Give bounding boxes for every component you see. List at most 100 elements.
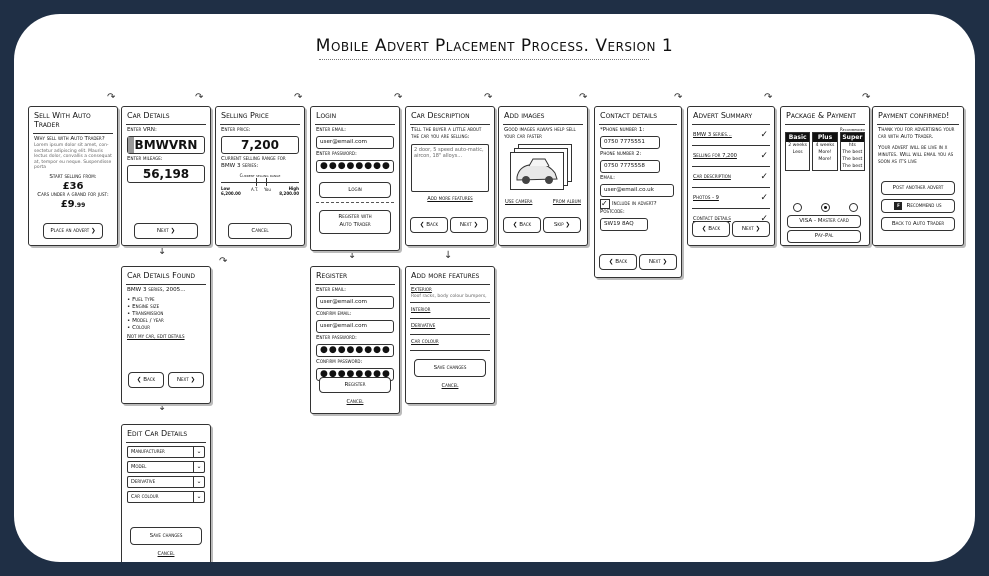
summary-item[interactable]: Selling for 7,200✓ bbox=[688, 148, 774, 164]
button-label: Place an advert bbox=[50, 228, 90, 234]
package-row: 2 weeks bbox=[788, 143, 808, 148]
screen-title: Add more features bbox=[411, 271, 480, 280]
summary-item[interactable]: Photos - 9✓ bbox=[688, 190, 774, 206]
postcode-input[interactable]: SW19 8AQ bbox=[600, 218, 648, 231]
phone1-label: *Phone number 1: bbox=[600, 127, 645, 133]
not-my-car-link[interactable]: Not my car, edit details bbox=[127, 334, 185, 340]
add-features-link[interactable]: Add more features bbox=[427, 196, 473, 202]
next-button[interactable]: Next ❯ bbox=[639, 254, 677, 270]
under-label: Cars under a grand for just: bbox=[37, 191, 109, 198]
next-button[interactable]: Next ❯ bbox=[732, 221, 770, 237]
back-button[interactable]: ❮ Back bbox=[503, 217, 541, 233]
save-changes-button[interactable]: Save changes bbox=[130, 527, 202, 545]
back-button[interactable]: ❮ Back bbox=[410, 217, 448, 233]
password-input[interactable]: ●●●●●●●● bbox=[316, 344, 394, 357]
screen-title: Car Details bbox=[127, 111, 170, 120]
visa-button[interactable]: VISA - Master card bbox=[787, 215, 861, 228]
button-label: Back bbox=[615, 259, 628, 265]
next-button[interactable]: Next ❯ bbox=[450, 217, 488, 233]
car-image-icon bbox=[516, 158, 558, 184]
under-price: £9.99 bbox=[29, 199, 117, 210]
plus-package[interactable]: Plus 4 weeks More! More! bbox=[812, 132, 838, 171]
basic-package[interactable]: Basic 2 weeks Less bbox=[785, 132, 811, 171]
password-input[interactable]: ●●●●●●●● bbox=[316, 160, 394, 173]
include-checkbox[interactable]: ✓ bbox=[600, 199, 610, 209]
post-another-button[interactable]: Post another advert bbox=[881, 181, 955, 195]
model-select[interactable]: Model⌄ bbox=[127, 461, 205, 473]
phone1-input[interactable]: 0750 7775551 bbox=[600, 136, 660, 149]
back-to-autotrader-button[interactable]: Back to Auto Trader bbox=[881, 217, 955, 231]
super-package[interactable]: Super hts The best The best The best bbox=[839, 132, 865, 171]
derivative-link[interactable]: Derivative bbox=[411, 322, 436, 329]
colour-select[interactable]: Car colour⌄ bbox=[127, 491, 205, 503]
confirm-password-label: Confirm password: bbox=[316, 359, 363, 365]
chevron-down-icon: ⌄ bbox=[193, 447, 204, 457]
cancel-link[interactable]: Cancel bbox=[157, 551, 175, 557]
summary-item[interactable]: BMW 3 series...✓ bbox=[688, 127, 774, 143]
skip-button[interactable]: Skip ❯ bbox=[543, 217, 581, 233]
exterior-sub: Roof racks, body colour bumpers, bbox=[411, 294, 487, 299]
save-changes-button[interactable]: Save changes bbox=[414, 359, 486, 377]
confirm-email-input[interactable]: user@email.com bbox=[316, 320, 394, 333]
check-icon: ✓ bbox=[760, 172, 768, 182]
mileage-input[interactable]: 56,198 bbox=[127, 165, 205, 183]
from-album-link[interactable]: From album bbox=[552, 199, 581, 205]
email-input[interactable]: user@email.com bbox=[316, 136, 394, 149]
paypal-button[interactable]: Pay-Pal bbox=[787, 230, 861, 243]
use-camera-link[interactable]: Use camera bbox=[505, 199, 533, 205]
flow-arrow: ↷ bbox=[394, 92, 403, 103]
back-button[interactable]: ❮ Back bbox=[599, 254, 637, 270]
super-radio[interactable] bbox=[849, 203, 858, 212]
colour-link[interactable]: Car colour bbox=[411, 338, 439, 345]
summary-item[interactable]: Car description✓ bbox=[688, 169, 774, 185]
summary-item[interactable]: Contact details✓ bbox=[688, 211, 774, 227]
login-screen: Login Enter email: user@email.com Enter … bbox=[310, 106, 400, 251]
plus-radio[interactable] bbox=[821, 203, 830, 212]
email-input[interactable]: user@email.co.uk bbox=[600, 184, 674, 197]
email-label: Enter email: bbox=[316, 287, 347, 293]
flow-arrow-down: ↓ bbox=[444, 250, 453, 261]
range-track bbox=[221, 182, 299, 183]
package-row: More! bbox=[818, 157, 832, 162]
package-payment-screen: Package & Payment Recommended Basic 2 we… bbox=[780, 106, 870, 246]
check-icon: ✓ bbox=[760, 214, 768, 224]
vrn-input[interactable]: BMWVRN bbox=[127, 136, 205, 154]
bullet: • Transmission bbox=[127, 311, 164, 317]
intro-text: Tell the buyer a little about the car yo… bbox=[411, 127, 482, 140]
cancel-link[interactable]: Cancel bbox=[346, 399, 364, 405]
price-input[interactable]: 7,200 bbox=[221, 136, 299, 154]
manufacturer-select[interactable]: Manufacturer⌄ bbox=[127, 446, 205, 458]
bullet-label: Model / year bbox=[132, 318, 164, 324]
screen-title: Car Details Found bbox=[127, 271, 195, 280]
cancel-link[interactable]: Cancel bbox=[441, 383, 459, 389]
exterior-link[interactable]: Exterior bbox=[411, 287, 432, 293]
range-label: Current selling range for BMW 3 series: bbox=[221, 156, 286, 169]
next-button[interactable]: Next ❯ bbox=[134, 223, 198, 239]
description-textarea[interactable]: 2 door, 5 speed auto-matic, aircon, 18" … bbox=[411, 144, 489, 192]
select-value: Derivative bbox=[131, 479, 156, 485]
screen-title: Car Description bbox=[411, 111, 470, 120]
button-label: Back bbox=[519, 222, 532, 228]
derivative-select[interactable]: Derivative⌄ bbox=[127, 476, 205, 488]
place-advert-button[interactable]: Place an advert ❯ bbox=[43, 223, 103, 239]
next-button[interactable]: Next ❯ bbox=[168, 372, 204, 388]
basic-radio[interactable] bbox=[793, 203, 802, 212]
back-button[interactable]: ❮ Back bbox=[692, 221, 730, 237]
bullet: • Engine size bbox=[127, 304, 160, 310]
edit-car-details-screen: Edit Car Details Manufacturer⌄ Model⌄ De… bbox=[121, 424, 211, 562]
email-input[interactable]: user@email.com bbox=[316, 296, 394, 309]
login-button[interactable]: Login bbox=[319, 182, 391, 198]
package-spacer bbox=[786, 156, 809, 170]
register-button[interactable]: Register bbox=[319, 377, 391, 393]
cancel-button[interactable]: Cancel bbox=[228, 223, 292, 239]
phone2-input[interactable]: 0750 7775558 bbox=[600, 160, 660, 173]
interior-link[interactable]: Interior bbox=[411, 306, 431, 313]
email-label: Email: bbox=[600, 175, 616, 181]
flow-arrow: ↷ bbox=[107, 92, 116, 103]
check-icon: ✓ bbox=[760, 151, 768, 161]
password-label: Enter password: bbox=[316, 151, 357, 157]
back-button[interactable]: ❮ Back bbox=[128, 372, 164, 388]
bullet-label: Transmission bbox=[132, 311, 164, 317]
